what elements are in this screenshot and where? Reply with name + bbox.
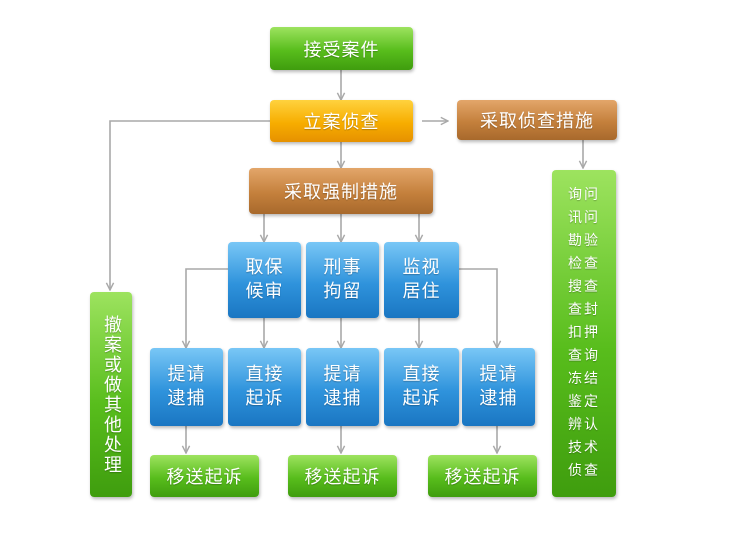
node-withdraw-or-other: 撤案或做其他处理 bbox=[90, 292, 132, 497]
measure-item: 搜查 bbox=[568, 279, 600, 295]
measure-item: 检查 bbox=[568, 256, 600, 272]
measure-item: 技术 bbox=[568, 440, 600, 456]
node-take-compulsory-measures: 采取强制措施 bbox=[249, 168, 433, 214]
measure-item: 讯问 bbox=[568, 210, 600, 226]
node-arrest-3: 提请 逮捕 bbox=[462, 348, 535, 426]
measure-item: 侦查 bbox=[568, 463, 600, 479]
arrow-surveillance-to-arrest bbox=[459, 268, 497, 348]
node-transfer-prosecution-3: 移送起诉 bbox=[428, 455, 537, 497]
measure-item: 冻结 bbox=[568, 371, 600, 387]
node-direct-prosecute-2: 直接 起诉 bbox=[384, 348, 459, 426]
measure-item: 询问 bbox=[568, 187, 600, 203]
node-arrest-2: 提请 逮捕 bbox=[306, 348, 379, 426]
node-bail: 取保 候审 bbox=[228, 242, 301, 318]
node-take-investigative-measures: 采取侦查措施 bbox=[457, 100, 617, 140]
node-file-investigate: 立案侦查 bbox=[270, 100, 413, 142]
node-arrest-1: 提请 逮捕 bbox=[150, 348, 223, 426]
measure-item: 查询 bbox=[568, 348, 600, 364]
node-direct-prosecute-1: 直接 起诉 bbox=[228, 348, 301, 426]
node-detention: 刑事 拘留 bbox=[306, 242, 379, 318]
measure-item: 鉴定 bbox=[568, 394, 600, 410]
node-accept-case: 接受案件 bbox=[270, 27, 413, 70]
node-investigative-measures-list: 询问 讯问 勘验 检查 搜查 查封 扣押 查询 冻结 鉴定 辨认 技术 侦查 bbox=[552, 170, 616, 497]
arrow-file-to-withdraw bbox=[110, 120, 270, 290]
node-transfer-prosecution-2: 移送起诉 bbox=[288, 455, 397, 497]
node-transfer-prosecution-1: 移送起诉 bbox=[150, 455, 259, 497]
measure-item: 辨认 bbox=[568, 417, 600, 433]
arrow-bail-to-arrest bbox=[186, 268, 228, 348]
measure-item: 勘验 bbox=[568, 233, 600, 249]
node-surveillance: 监视 居住 bbox=[384, 242, 459, 318]
measure-item: 查封 bbox=[568, 302, 600, 318]
measure-item: 扣押 bbox=[568, 325, 600, 341]
